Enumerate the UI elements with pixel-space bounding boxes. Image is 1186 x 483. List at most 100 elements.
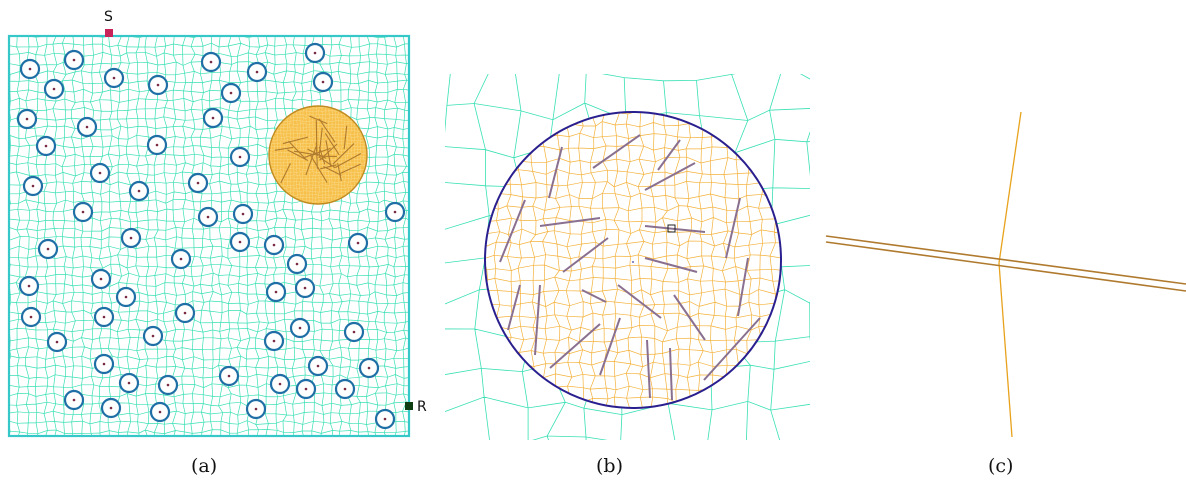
inclusion-center-dot xyxy=(352,330,356,334)
panel-b-caption: (b) xyxy=(596,455,623,477)
inclusion-center-dot xyxy=(393,210,397,214)
receiver-marker xyxy=(405,402,413,410)
refined-disk-fracture xyxy=(335,153,362,168)
panel-c-mesh-edge-lower xyxy=(998,262,1013,438)
refined-disk-fracture xyxy=(305,146,317,176)
inclusion-center-dot xyxy=(206,215,210,219)
inclusion-center-dot xyxy=(55,340,59,344)
fracture-segment xyxy=(581,289,607,303)
inclusion-center-dot xyxy=(102,315,106,319)
refined-disk-fracture xyxy=(286,149,309,161)
fracture-segment xyxy=(725,197,741,259)
inclusion-center-dot xyxy=(278,382,282,386)
refined-disk-fracture xyxy=(325,140,332,166)
fracture-segment xyxy=(646,339,651,399)
inclusion-center-dot xyxy=(112,76,116,80)
fracture-segment xyxy=(617,284,662,319)
fracture-segment xyxy=(592,134,641,169)
inclusion-center-dot xyxy=(255,70,259,74)
panel-a-refined-disk-mesh xyxy=(269,106,367,204)
inclusion-center-dot xyxy=(31,184,35,188)
panel-c-caption: (c) xyxy=(988,455,1013,477)
inclusion-center-dot xyxy=(274,290,278,294)
refined-disk-fracture xyxy=(320,164,337,170)
refined-disk-fracture xyxy=(303,147,331,159)
panel-c-mesh-edge-upper xyxy=(998,111,1022,264)
inclusion-center-dot xyxy=(254,407,258,411)
refined-disk-fracture xyxy=(280,163,291,184)
inclusion-center-dot xyxy=(98,171,102,175)
inclusion-center-dot xyxy=(241,212,245,216)
inclusion-center-dot xyxy=(85,125,89,129)
fracture-segment xyxy=(499,199,526,263)
refined-mesh-lines xyxy=(485,112,781,408)
refined-disk-fracture xyxy=(282,136,309,145)
inclusion-center-dot xyxy=(156,83,160,87)
inclusion-center-dot xyxy=(316,364,320,368)
inclusion-center-dot xyxy=(272,339,276,343)
panel-c-fracture-line-bottom xyxy=(825,241,1186,292)
panel-b-fractures xyxy=(499,134,761,401)
inclusion-center-dot xyxy=(343,387,347,391)
fracture-segment xyxy=(507,284,521,331)
inclusion-center-dot xyxy=(303,286,307,290)
fracture-segment xyxy=(673,294,706,341)
panel-b-refined-mesh xyxy=(485,112,781,408)
refined-disk-fracture xyxy=(339,163,361,175)
fracture-segment xyxy=(539,217,601,227)
inclusion-center-dot xyxy=(109,406,113,410)
refined-disk-fracture xyxy=(318,127,323,156)
fracture-segment xyxy=(657,139,681,171)
receiver-label: R xyxy=(417,399,427,415)
inclusion-center-dot xyxy=(102,362,106,366)
fracture-segment xyxy=(562,237,609,273)
inclusion-center-dot xyxy=(383,417,387,421)
inclusion-center-dot xyxy=(238,240,242,244)
inclusion-center-dot xyxy=(151,334,155,338)
panel-a: S R (a) xyxy=(7,9,427,477)
refined-disk-fracture xyxy=(274,146,294,151)
refined-disk-fracture xyxy=(332,143,355,165)
source-marker xyxy=(105,29,113,37)
inclusion-center-dot xyxy=(313,51,317,55)
inclusion-center-dot xyxy=(211,116,215,120)
inclusion-center-dot xyxy=(183,311,187,315)
inclusion-center-dot xyxy=(298,326,302,330)
fracture-segment xyxy=(644,162,696,191)
refined-disk-fracture xyxy=(309,115,328,125)
fracture-segment xyxy=(599,317,621,376)
inclusion-center-dot xyxy=(72,58,76,62)
panel-c: (c) xyxy=(825,111,1186,477)
inclusion-center-dot xyxy=(124,295,128,299)
inclusion-center-dot xyxy=(356,241,360,245)
inclusion-center-dot xyxy=(129,236,133,240)
refined-disk-fracture xyxy=(337,162,342,182)
inclusion-center-dot xyxy=(166,383,170,387)
inclusion-center-dot xyxy=(158,410,162,414)
panel-a-inclusions xyxy=(16,42,406,430)
inclusion-center-dot xyxy=(227,374,231,378)
fracture-segment xyxy=(669,347,673,401)
panel-b-zoom-box xyxy=(667,224,676,233)
inclusion-center-dot xyxy=(209,60,213,64)
fracture-segment xyxy=(548,146,563,199)
refined-disk-fracture xyxy=(288,140,306,160)
inclusion-center-dot xyxy=(44,144,48,148)
panel-b-center-dot xyxy=(632,261,634,263)
inclusion-center-dot xyxy=(72,398,76,402)
refined-disk-fracture xyxy=(318,118,336,143)
fracture-segment xyxy=(549,323,601,369)
fracture-segment xyxy=(534,284,541,356)
inclusion-center-dot xyxy=(196,181,200,185)
panel-a-refined-disk-outline xyxy=(268,105,368,205)
inclusion-center-dot xyxy=(28,67,32,71)
inclusion-center-dot xyxy=(295,262,299,266)
fracture-segment xyxy=(703,317,761,381)
inclusion-center-dot xyxy=(81,210,85,214)
panel-b: (b) xyxy=(445,74,810,477)
refined-disk-fracture xyxy=(293,150,319,156)
inclusion-center-dot xyxy=(99,277,103,281)
inclusion-center-dot xyxy=(25,117,29,121)
inclusion-center-dot xyxy=(127,381,131,385)
inclusion-center-dot xyxy=(46,247,50,251)
